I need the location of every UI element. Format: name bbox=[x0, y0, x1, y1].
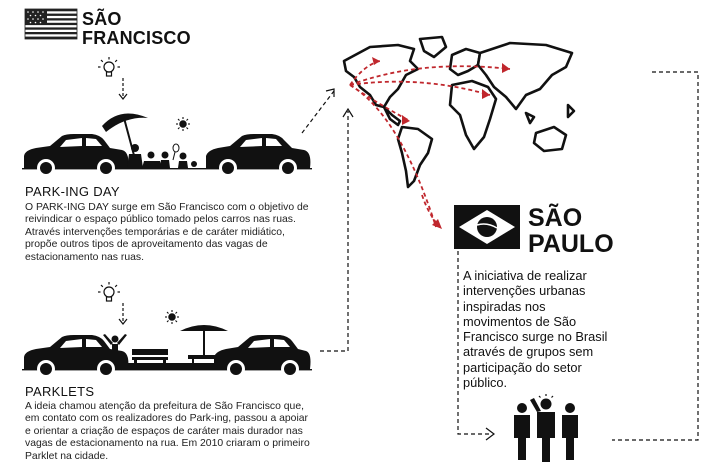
sp-description: A iniciativa de realizar intervenções ur… bbox=[463, 268, 643, 390]
down-arrow-icon bbox=[118, 78, 128, 100]
parklets-heading: PARKLETS bbox=[25, 384, 95, 399]
parking-day-text: O PARK-ING DAY surge em São Francisco co… bbox=[25, 202, 315, 264]
down-arrow-icon bbox=[118, 303, 128, 325]
text-line: intervenções urbanas bbox=[463, 283, 586, 299]
text-line: e orientar a criação de espaços de carát… bbox=[25, 425, 303, 437]
flow-arrow-to-sao-paulo bbox=[421, 194, 442, 229]
parking-day-heading: PARK-ING DAY bbox=[25, 184, 120, 199]
text-line: reivindicar o espaço público tomado pelo… bbox=[25, 214, 296, 226]
usa-flag-icon bbox=[24, 8, 78, 40]
text-line: propõe outros tipos de aproveitamento da… bbox=[25, 239, 268, 251]
parking-day-illustration bbox=[22, 113, 312, 177]
text-line: Através intervenções temporárias e de ca… bbox=[25, 226, 285, 238]
text-line: vagas de estacionamento na rua. Em 2010 … bbox=[25, 438, 310, 450]
sf-title-line1: SÃO bbox=[82, 9, 122, 29]
sp-title-line2: PAULO bbox=[528, 230, 614, 258]
parklets-illustration bbox=[22, 310, 312, 378]
connector-arrow bbox=[301, 88, 354, 352]
text-line: participação do setor bbox=[463, 359, 582, 375]
text-line: O PARK-ING DAY surge em São Francisco co… bbox=[25, 202, 309, 213]
connector-arrow bbox=[457, 71, 699, 441]
text-line: A ideia chamou atenção da prefeitura de … bbox=[25, 401, 304, 412]
parklets-text: A ideia chamou atenção da prefeitura de … bbox=[25, 401, 315, 463]
world-map bbox=[342, 35, 576, 228]
text-line: A iniciativa de realizar bbox=[463, 268, 587, 283]
lightbulb-icon bbox=[98, 282, 120, 302]
text-line: através de grupos sem bbox=[463, 344, 594, 360]
sp-title-line1: SÃO bbox=[528, 204, 583, 232]
sf-title-line2: FRANCISCO bbox=[82, 28, 191, 48]
people-group-icon bbox=[514, 394, 578, 462]
brazil-flag-icon bbox=[454, 205, 520, 249]
text-line: Parklet na cidade. bbox=[25, 450, 109, 462]
text-line: movimentos de São bbox=[463, 313, 577, 329]
lightbulb-icon bbox=[98, 57, 120, 77]
text-line: inspiradas nos bbox=[463, 298, 546, 314]
text-line: em contato com os realizadores do Park-i… bbox=[25, 413, 309, 425]
text-line: estacionamento nas ruas. bbox=[25, 251, 144, 263]
text-line: público. bbox=[463, 375, 508, 391]
text-line: Francisco surge no Brasil bbox=[463, 329, 608, 345]
